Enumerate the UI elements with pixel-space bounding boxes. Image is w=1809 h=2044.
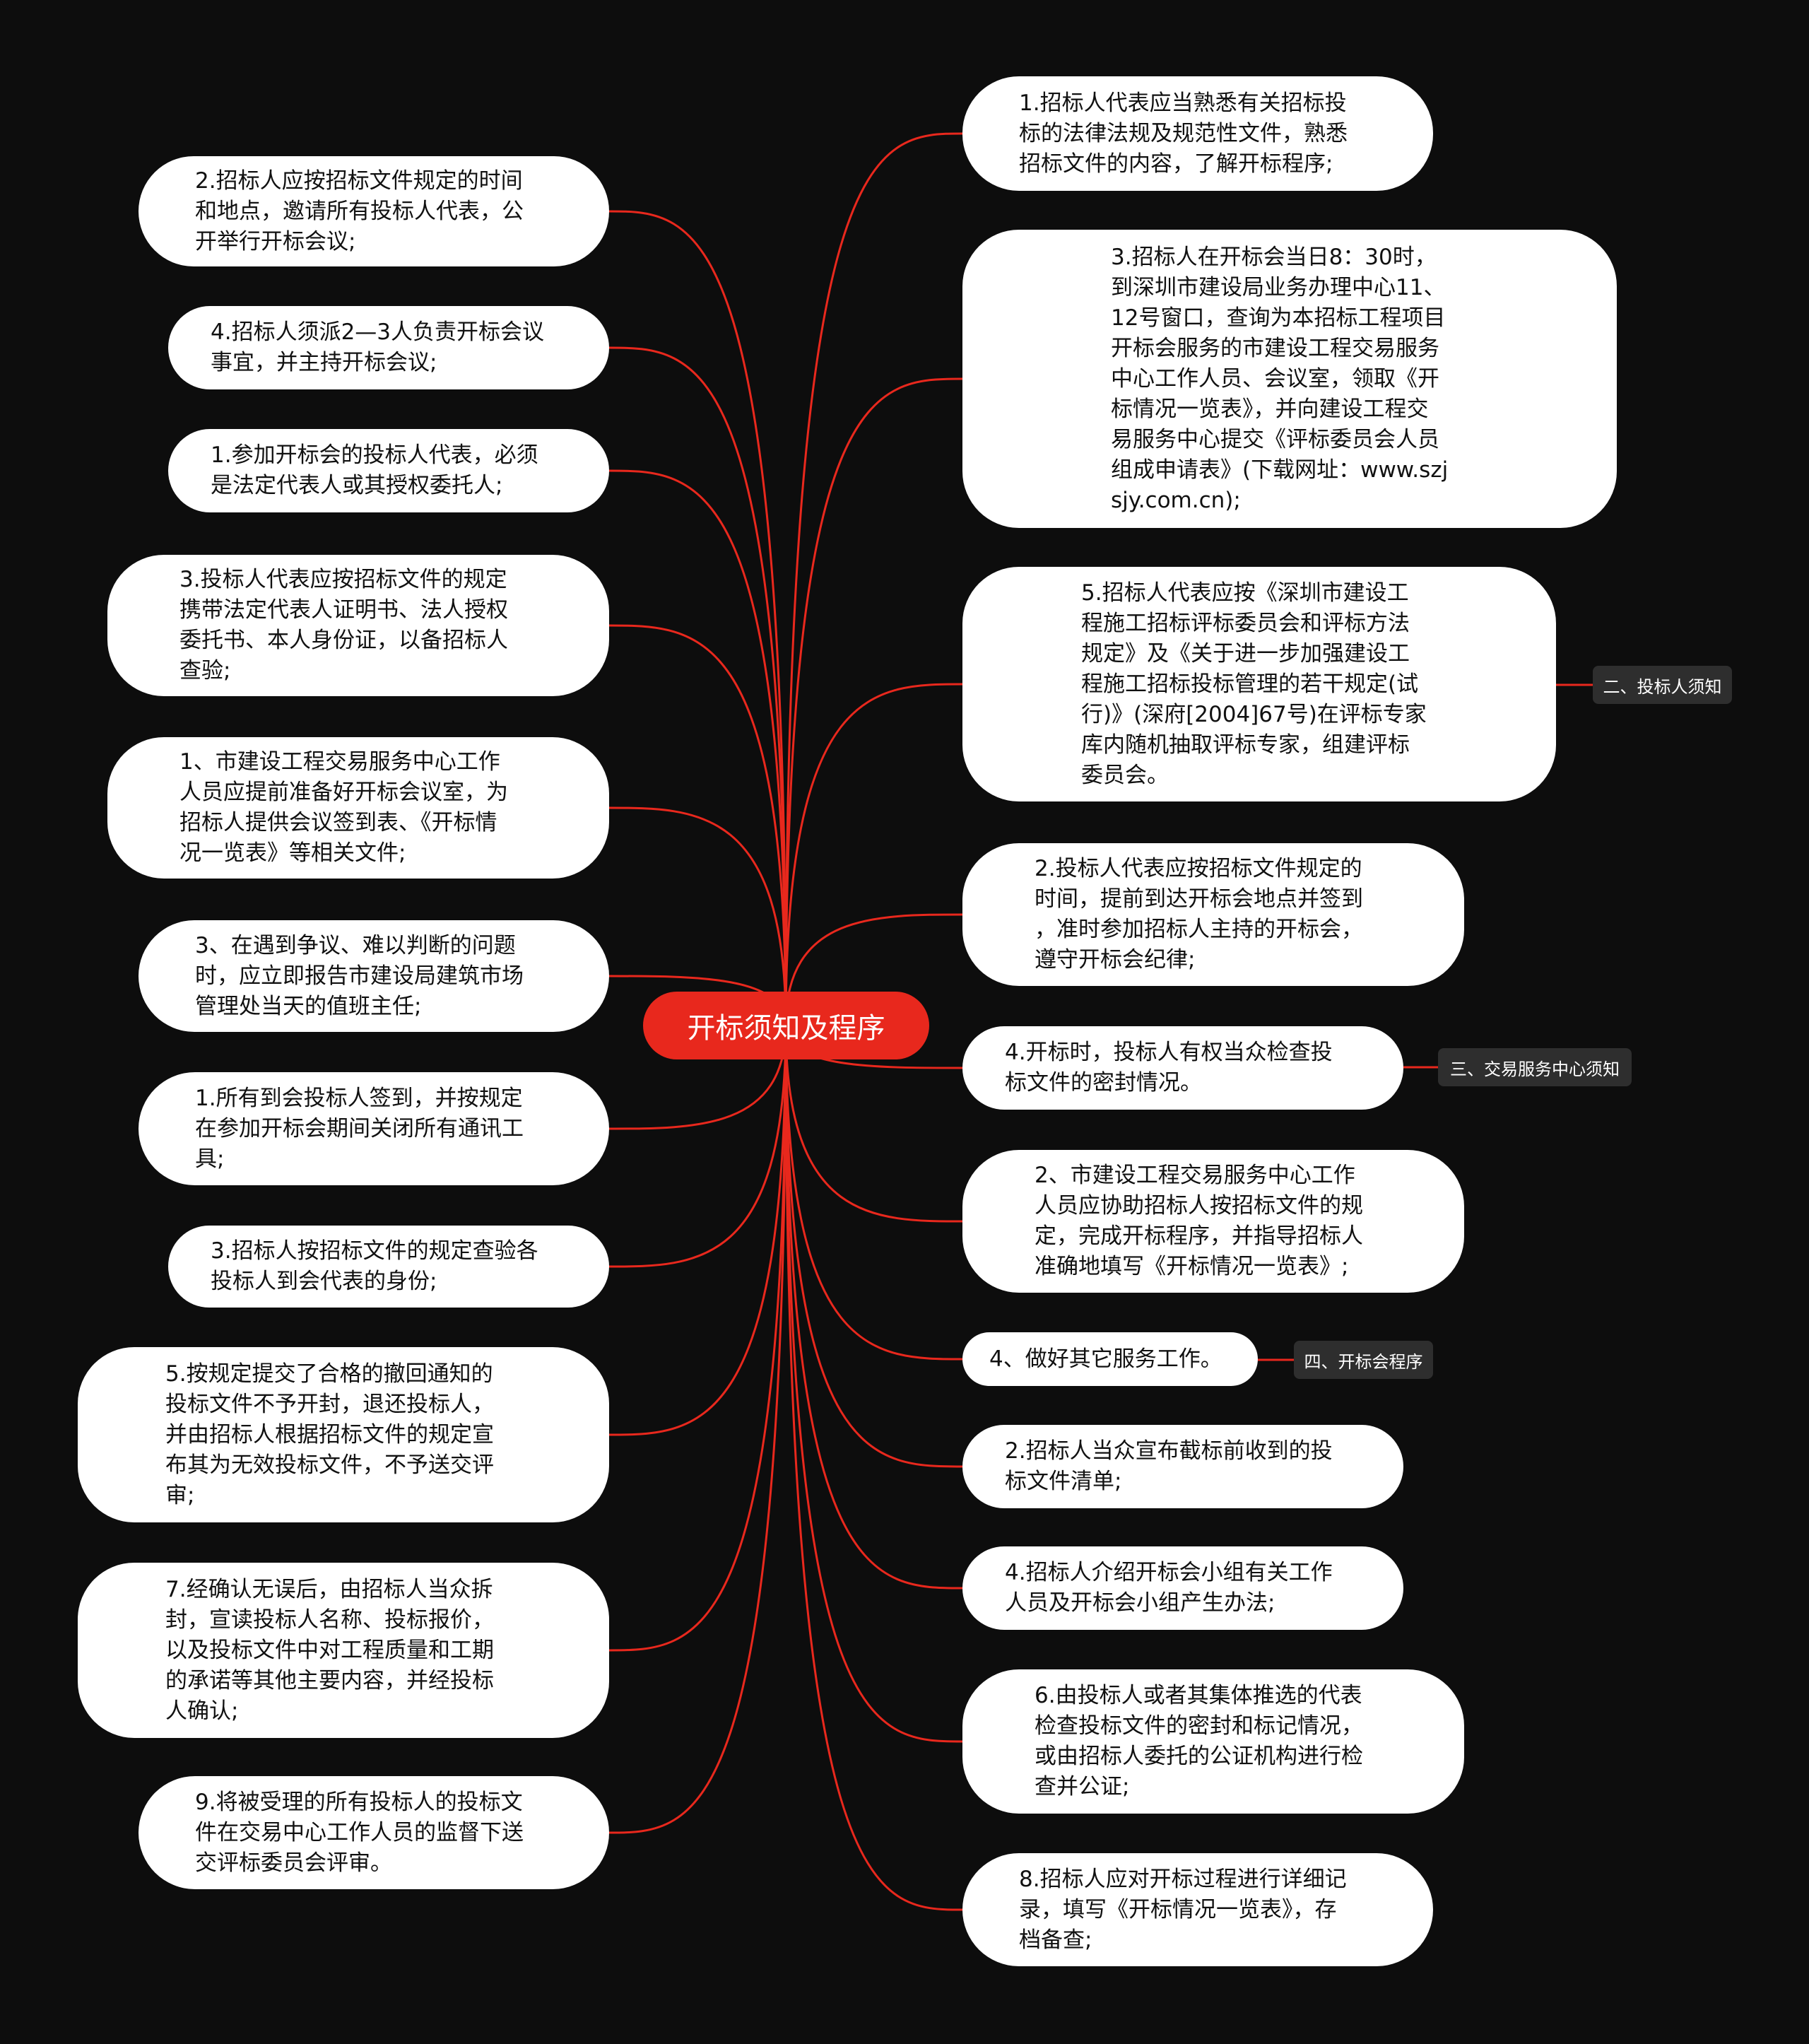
right-node-10[interactable]: 6.由投标人或者其集体推选的代表 检查投标文件的密封和标记情况， 或由招标人委托… (962, 1669, 1464, 1814)
left-node-1[interactable]: 2.招标人应按招标文件规定的时间 和地点，邀请所有投标人代表，公 开举行开标会议… (139, 156, 609, 266)
left-node-8-link (608, 1025, 787, 1268)
left-node-3-text: 1.参加开标会的投标人代表，必须 是法定代表人或其授权委托人; (211, 442, 538, 498)
left-node-7[interactable]: 1.所有到会投标人签到，并按规定 在参加开标会期间关闭所有通讯工 具; (139, 1072, 609, 1185)
right-node-2-text: 3.招标人在开标会当日8：30时， 到深圳市建设局业务办理中心11、 12号窗口… (1111, 244, 1449, 513)
left-node-5-link (608, 806, 787, 1026)
right-node-7-link (784, 1025, 963, 1361)
right-node-8-text: 2.招标人当众宣布截标前收到的投 标文件清单; (1005, 1438, 1333, 1494)
right-node-8-link (784, 1025, 963, 1468)
left-node-7-link (608, 1025, 787, 1130)
right-node-2-link (784, 377, 963, 1026)
right-node-1-link (784, 132, 963, 1026)
left-node-2-text: 4.招标人须派2—3人负责开标会议 事宜，并主持开标会议; (211, 319, 545, 375)
left-node-10[interactable]: 7.经确认无误后，由招标人当众拆 封，宣读投标人名称、投标报价， 以及投标文件中… (78, 1563, 609, 1738)
left-node-9-link (608, 1025, 787, 1436)
left-node-4[interactable]: 3.投标人代表应按招标文件的规定 携带法定代表人证明书、法人授权 委托书、本人身… (107, 555, 609, 696)
right-node-11[interactable]: 8.招标人应对开标过程进行详细记 录，填写《开标情况一览表》，存 档备查; (962, 1853, 1433, 1966)
right-node-4[interactable]: 2.投标人代表应按招标文件规定的 时间，提前到达开标会地点并签到 ，准时参加招标… (962, 843, 1464, 986)
right-node-5[interactable]: 4.开标时，投标人有权当众检查投 标文件的密封情况。 (962, 1026, 1403, 1110)
right-node-7[interactable]: 4、做好其它服务工作。 (962, 1332, 1258, 1386)
tag-bidder-notes[interactable]: 二、投标人须知 (1593, 666, 1732, 704)
right-node-4-link (784, 913, 963, 1026)
right-node-3[interactable]: 5.招标人代表应按《深圳市建设工 程施工招标评标委员会和评标方法 规定》及《关于… (962, 567, 1556, 801)
right-node-7-text: 4、做好其它服务工作。 (989, 1346, 1222, 1372)
right-node-10-text: 6.由投标人或者其集体推选的代表 检查投标文件的密封和标记情况， 或由招标人委托… (1035, 1683, 1363, 1799)
right-node-1[interactable]: 1.招标人代表应当熟悉有关招标投 标的法律法规及规范性文件，熟悉 招标文件的内容… (962, 76, 1433, 191)
left-node-9-text: 5.按规定提交了合格的撤回通知的 投标文件不予开封，退还投标人， 并由招标人根据… (165, 1361, 494, 1508)
right-node-8[interactable]: 2.招标人当众宣布截标前收到的投 标文件清单; (962, 1425, 1403, 1508)
left-node-10-link (608, 1025, 787, 1652)
right-node-3-link (784, 683, 963, 1026)
left-node-8-text: 3.招标人按招标文件的规定查验各 投标人到会代表的身份; (211, 1238, 538, 1294)
right-node-9[interactable]: 4.招标人介绍开标会小组有关工作 人员及开标会小组产生办法; (962, 1546, 1403, 1630)
left-node-5[interactable]: 1、市建设工程交易服务中心工作 人员应提前准备好开标会议室，为 招标人提供会议签… (107, 737, 609, 879)
left-node-9[interactable]: 5.按规定提交了合格的撤回通知的 投标文件不予开封，退还投标人， 并由招标人根据… (78, 1347, 609, 1522)
left-node-2-link (608, 346, 787, 1026)
right-node-1-text: 1.招标人代表应当熟悉有关招标投 标的法律法规及规范性文件，熟悉 招标文件的内容… (1019, 90, 1348, 177)
left-node-3[interactable]: 1.参加开标会的投标人代表，必须 是法定代表人或其授权委托人; (168, 429, 609, 512)
left-node-1-link (608, 210, 787, 1026)
right-node-11-text: 8.招标人应对开标过程进行详细记 录，填写《开标情况一览表》，存 档备查; (1019, 1866, 1347, 1953)
right-node-2[interactable]: 3.招标人在开标会当日8：30时， 到深圳市建设局业务办理中心11、 12号窗口… (962, 230, 1617, 528)
right-node-9-text: 4.招标人介绍开标会小组有关工作 人员及开标会小组产生办法; (1005, 1560, 1333, 1616)
right-node-3-text: 5.招标人代表应按《深圳市建设工 程施工招标评标委员会和评标方法 规定》及《关于… (1081, 580, 1427, 788)
left-node-4-text: 3.投标人代表应按招标文件的规定 携带法定代表人证明书、法人授权 委托书、本人身… (179, 567, 508, 683)
left-node-2[interactable]: 4.招标人须派2—3人负责开标会议 事宜，并主持开标会议; (168, 306, 609, 389)
right-node-6-link (784, 1025, 963, 1223)
left-node-4-link (608, 624, 787, 1026)
central-topic[interactable]: 开标须知及程序 (643, 992, 929, 1059)
right-node-4-text: 2.投标人代表应按招标文件规定的 时间，提前到达开标会地点并签到 ，准时参加招标… (1035, 856, 1363, 973)
left-node-1-text: 2.招标人应按招标文件规定的时间 和地点，邀请所有投标人代表，公 开举行开标会议… (195, 168, 524, 254)
left-node-6-text: 3、在遇到争议、难以判断的问题 时，应立即报告市建设局建筑市场 管理处当天的值班… (195, 932, 524, 1019)
left-node-7-text: 1.所有到会投标人签到，并按规定 在参加开标会期间关闭所有通讯工 具; (195, 1085, 524, 1172)
tag-service-center-notes[interactable]: 三、交易服务中心须知 (1438, 1048, 1632, 1086)
right-node-6-text: 2、市建设工程交易服务中心工作 人员应协助招标人按招标文件的规 定，完成开标程序… (1035, 1163, 1363, 1279)
left-node-11[interactable]: 9.将被受理的所有投标人的投标文 件在交易中心工作人员的监督下送 交评标委员会评… (139, 1776, 609, 1889)
right-node-11-link (784, 1025, 963, 1911)
left-node-8[interactable]: 3.招标人按招标文件的规定查验各 投标人到会代表的身份; (168, 1226, 609, 1308)
left-node-11-link (608, 1025, 787, 1834)
left-node-6[interactable]: 3、在遇到争议、难以判断的问题 时，应立即报告市建设局建筑市场 管理处当天的值班… (139, 920, 609, 1032)
right-node-9-link (784, 1025, 963, 1590)
right-node-6[interactable]: 2、市建设工程交易服务中心工作 人员应协助招标人按招标文件的规 定，完成开标程序… (962, 1150, 1464, 1293)
left-node-10-text: 7.经确认无误后，由招标人当众拆 封，宣读投标人名称、投标报价， 以及投标文件中… (165, 1576, 494, 1724)
left-node-3-link (608, 469, 787, 1026)
right-node-10-link (784, 1025, 963, 1743)
tag-opening-procedure[interactable]: 四、开标会程序 (1294, 1341, 1433, 1379)
left-node-11-text: 9.将被受理的所有投标人的投标文 件在交易中心工作人员的监督下送 交评标委员会评… (195, 1789, 524, 1876)
right-node-5-text: 4.开标时，投标人有权当众检查投 标文件的密封情况。 (1005, 1040, 1333, 1096)
left-node-5-text: 1、市建设工程交易服务中心工作 人员应提前准备好开标会议室，为 招标人提供会议签… (179, 749, 508, 866)
